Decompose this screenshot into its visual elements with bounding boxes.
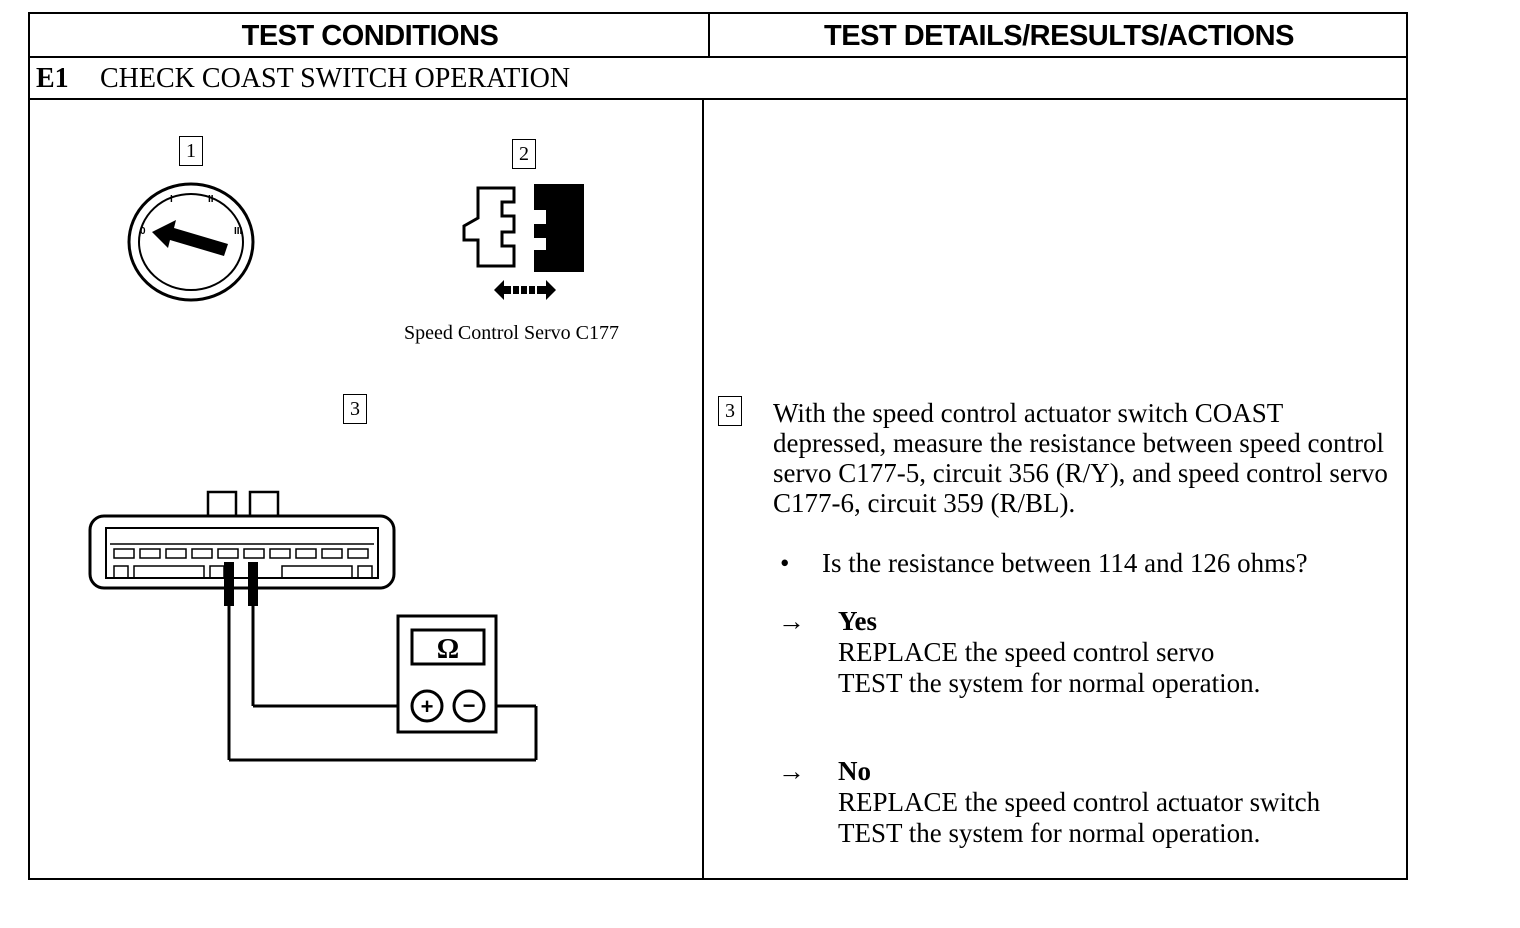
step-2-number: 2 [512, 139, 536, 169]
question-row: • Is the resistance between 114 and 126 … [780, 548, 1308, 579]
ohm-symbol: Ω [437, 634, 459, 665]
step-title: CHECK COAST SWITCH OPERATION [100, 63, 571, 94]
test-table: TEST CONDITIONS TEST DETAILS/RESULTS/ACT… [28, 12, 1408, 880]
step-row: E1 CHECK COAST SWITCH OPERATION [30, 58, 1406, 100]
svg-text:III: III [234, 226, 243, 237]
yes-branch: → Yes REPLACE the speed control servo TE… [778, 606, 1260, 699]
header-rule [30, 56, 1406, 58]
step-id: E1 [36, 63, 69, 94]
no-arrow-icon: → [778, 756, 805, 786]
no-action-2: TEST the system for normal operation. [838, 818, 1261, 848]
header-test-details: TEST DETAILS/RESULTS/ACTIONS [824, 19, 1294, 52]
question-text: Is the resistance between 114 and 126 oh… [822, 548, 1308, 578]
bullet: • [780, 548, 790, 578]
instruction-text: With the speed control actuator switch C… [773, 398, 1388, 518]
yes-action-1: REPLACE the speed control servo [838, 637, 1215, 667]
header-divider [708, 14, 710, 58]
step-3-number: 3 [343, 394, 367, 424]
svg-text:0: 0 [140, 226, 146, 237]
disconnect-connector-icon [462, 184, 584, 300]
column-divider [702, 100, 704, 880]
no-branch: → No REPLACE the speed control actuator … [778, 756, 1320, 849]
step-rule [30, 98, 1406, 100]
no-label: No [838, 756, 871, 786]
yes-label: Yes [838, 606, 877, 636]
plus-terminal: + [421, 694, 434, 719]
header-test-conditions: TEST CONDITIONS [241, 19, 499, 52]
no-action-1: REPLACE the speed control actuator switc… [838, 787, 1321, 817]
ohmmeter-connector-diagram: Ω + − [88, 490, 538, 762]
details-step-number: 3 [718, 396, 742, 426]
servo-caption: Speed Control Servo C177 [404, 322, 619, 344]
yes-action-2: TEST the system for normal operation. [838, 668, 1261, 698]
yes-arrow-icon: → [778, 606, 805, 636]
minus-terminal: − [463, 693, 476, 718]
step-1-number: 1 [179, 136, 203, 166]
ignition-key-off-icon: 0 I II III [127, 182, 255, 302]
svg-text:II: II [208, 194, 214, 205]
svg-text:I: I [170, 194, 173, 205]
